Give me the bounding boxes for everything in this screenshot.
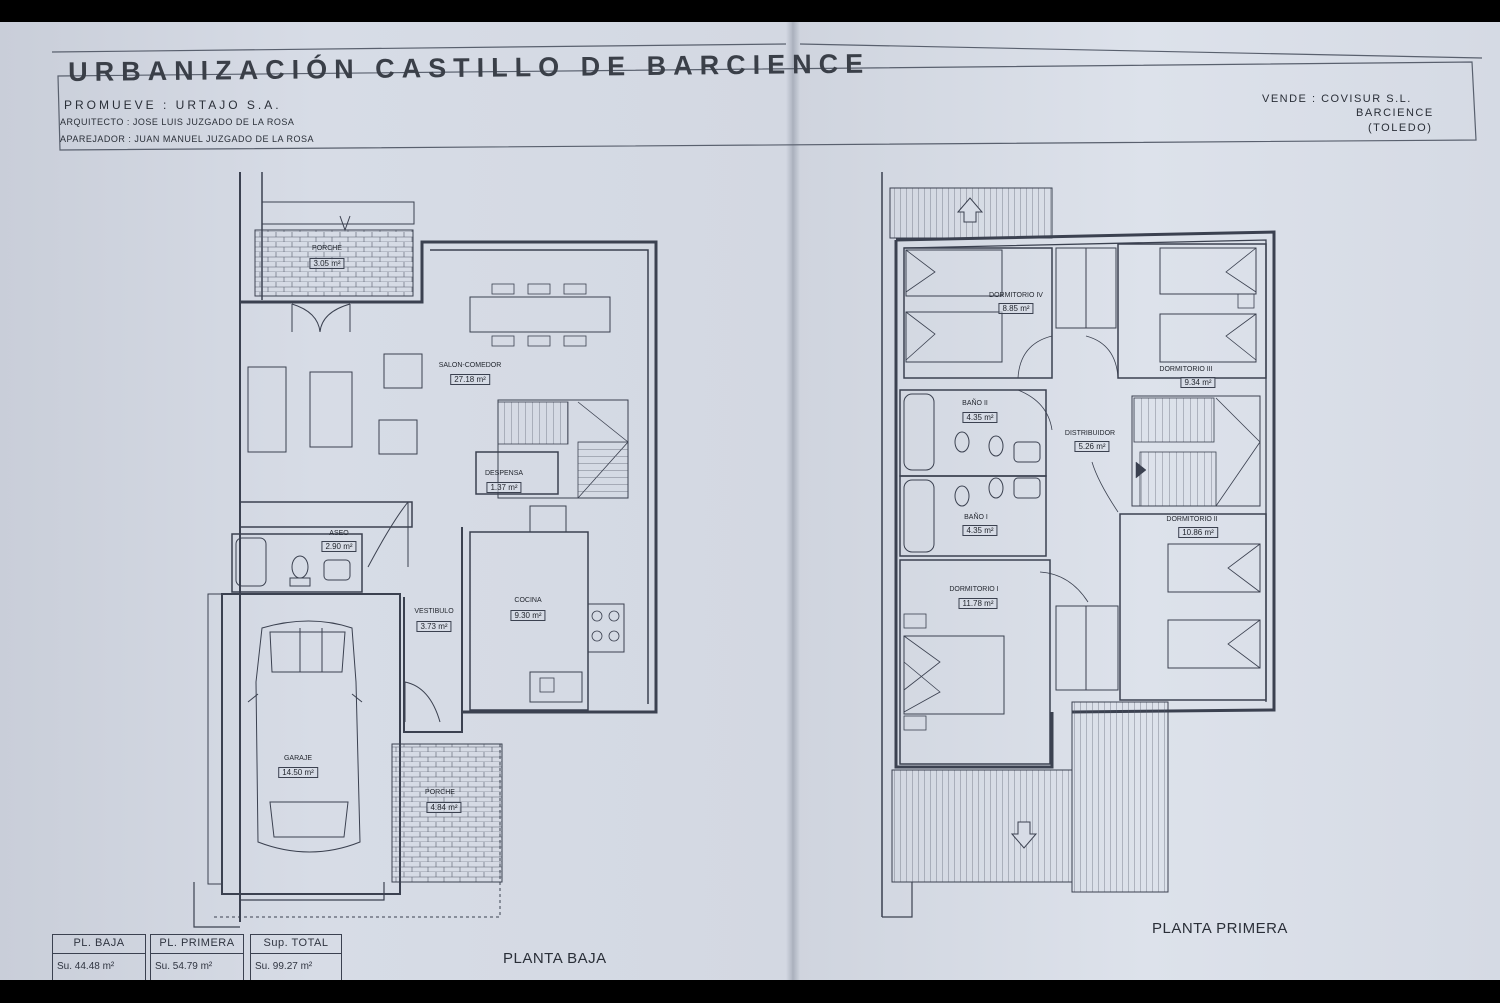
summary-header: PL. PRIMERA	[159, 937, 235, 949]
sheet-frame	[51, 43, 1483, 151]
room-area: 11.78 m²	[958, 598, 998, 609]
room-name: SALON-COMEDOR	[438, 362, 502, 369]
room-name: DORMITORIO IV	[989, 292, 1043, 299]
room-name: GARAJE	[283, 755, 313, 762]
room-name: COCINA	[514, 597, 542, 604]
room-area: 3.05 m²	[309, 258, 345, 269]
room-name: BAÑO II	[962, 400, 988, 407]
first-floor-title: PLANTA PRIMERA	[1152, 920, 1288, 937]
room-name: VESTIBULO	[414, 608, 454, 615]
summary-value: Su. 54.79 m²	[155, 961, 213, 972]
room-area: 10.86 m²	[1178, 527, 1218, 538]
ground-floor-plan	[193, 172, 658, 928]
floor-plans-drawing	[51, 43, 1483, 928]
room-area: 1.37 m²	[486, 482, 522, 493]
room-name: DORMITORIO I	[949, 586, 999, 593]
room-area: 8.85 m²	[998, 303, 1034, 314]
room-name: PORCHE	[312, 245, 342, 252]
room-area: 14.50 m²	[278, 767, 318, 778]
room-name: DESPENSA	[484, 470, 524, 477]
room-name: DORMITORIO II	[1166, 516, 1218, 523]
page-fold	[786, 22, 800, 980]
summary-header: Sup. TOTAL	[263, 937, 329, 949]
summary-column: PL. BAJA Su. 44.48 m²	[52, 934, 146, 980]
room-name: DORMITORIO III	[1159, 366, 1213, 373]
summary-value: Su. 44.48 m²	[57, 961, 115, 972]
room-area: 5.26 m²	[1074, 441, 1110, 452]
summary-header: PL. BAJA	[73, 937, 125, 949]
room-name: BAÑO I	[964, 514, 988, 521]
summary-column: Sup. TOTAL Su. 99.27 m²	[250, 934, 342, 980]
paper-sheet: URBANIZACIÓN CASTILLO DE BARCIENCE PROMU…	[0, 22, 1500, 980]
room-name: PORCHE	[425, 789, 455, 796]
province-line: (TOLEDO)	[1368, 122, 1433, 134]
seller-line: VENDE : COVISUR S.L.	[1262, 93, 1412, 105]
summary-column: PL. PRIMERA Su. 54.79 m²	[150, 934, 244, 980]
room-area: 9.30 m²	[510, 610, 546, 621]
room-area: 2.90 m²	[321, 541, 357, 552]
room-area: 9.34 m²	[1180, 377, 1216, 388]
room-area: 3.73 m²	[416, 621, 452, 632]
room-name: DISTRIBUIDOR	[1064, 430, 1116, 437]
room-area: 27.18 m²	[450, 374, 490, 385]
room-area: 4.35 m²	[962, 525, 998, 536]
surveyor-line: APAREJADOR : JUAN MANUEL JUZGADO DE LA R…	[60, 134, 315, 144]
promoter-line: PROMUEVE : URTAJO S.A.	[64, 98, 282, 112]
first-floor-plan	[881, 172, 1276, 918]
town-line: BARCIENCE	[1356, 107, 1434, 119]
ground-floor-title: PLANTA BAJA	[503, 950, 607, 967]
architect-line: ARQUITECTO : JOSE LUIS JUZGADO DE LA ROS…	[60, 117, 295, 127]
room-area: 4.35 m²	[962, 412, 998, 423]
summary-value: Su. 99.27 m²	[255, 961, 313, 972]
room-area: 4.84 m²	[426, 802, 462, 813]
room-name: ASEO	[329, 530, 349, 537]
